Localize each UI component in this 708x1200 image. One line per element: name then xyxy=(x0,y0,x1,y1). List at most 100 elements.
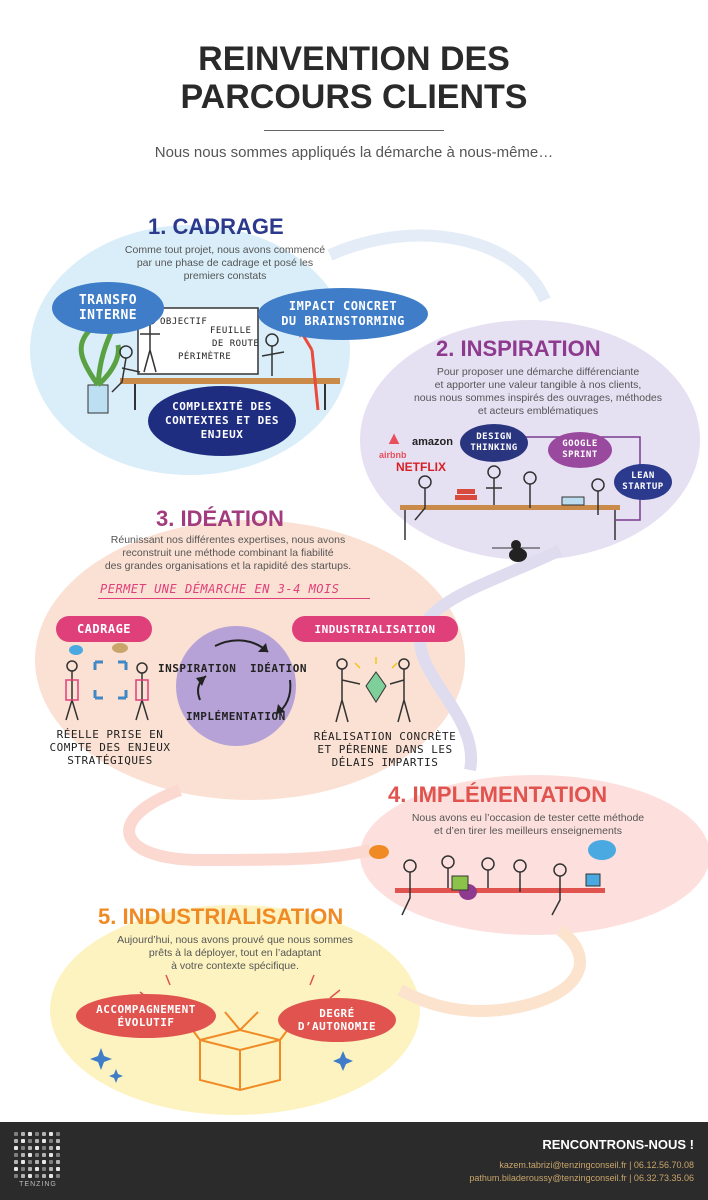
logo-dot xyxy=(14,1167,18,1171)
bubble-line: CONTEXTES ET DES xyxy=(165,414,279,427)
logo-dot xyxy=(56,1139,60,1143)
netflix-label: NETFLIX xyxy=(396,460,446,474)
logo-dot xyxy=(35,1160,39,1164)
industrialisation-title: 5. INDUSTRIALISATION xyxy=(98,904,344,929)
left-caption: RÉELLE PRISE EN COMPTE DES ENJEUX STRATÉ… xyxy=(40,728,180,767)
industrialisation-desc-line: prêts à la déployer, tout en l’adaptant xyxy=(148,947,322,959)
accompagnement-bubble: ACCOMPAGNEMENT ÉVOLUTIF xyxy=(76,994,216,1038)
permet-underline xyxy=(98,598,370,599)
box-green xyxy=(451,875,469,891)
bubble-line: COMPLEXITÉ DES xyxy=(172,400,272,413)
logo-dot xyxy=(21,1146,25,1150)
logo-dot xyxy=(14,1174,18,1178)
speech-bubble-blue xyxy=(588,840,616,860)
logo-dot xyxy=(35,1132,39,1136)
board-label-perimetre: PÉRIMÈTRE xyxy=(178,352,232,362)
logo-dot xyxy=(49,1132,53,1136)
industrialisation-desc-line: à votre contexte spécifique. xyxy=(171,960,299,972)
logo-dot xyxy=(56,1160,60,1164)
bubble-line: ÉVOLUTIF xyxy=(117,1016,175,1029)
airbnb-logo-icon: ▲ xyxy=(385,428,403,448)
caption-line: STRATÉGIQUES xyxy=(67,754,153,767)
right-caption: RÉALISATION CONCRÈTE ET PÉRENNE DANS LES… xyxy=(300,730,470,769)
logo-dot xyxy=(14,1160,18,1164)
bubble-line: DEGRÉ xyxy=(319,1007,355,1020)
logo-dot xyxy=(35,1153,39,1157)
logo-dot xyxy=(21,1167,25,1171)
bubble-line: INTERNE xyxy=(78,308,138,323)
logo-dot xyxy=(56,1174,60,1178)
box-blue xyxy=(585,873,601,887)
implementation-description: Nous avons eu l’occasion de tester cette… xyxy=(378,812,678,838)
cadrage-desc-line: par une phase de cadrage et posé les xyxy=(136,257,314,269)
logo-dot xyxy=(21,1139,25,1143)
logo-dot xyxy=(14,1146,18,1150)
page-title: REINVENTION DES PARCOURS CLIENTS xyxy=(0,40,708,116)
logo-dot xyxy=(14,1132,18,1136)
cycle-inspiration: INSPIRATION xyxy=(158,662,237,675)
logo-text: TENZING xyxy=(19,1181,57,1188)
title-line-2: PARCOURS CLIENTS xyxy=(180,78,528,116)
logo-dot xyxy=(49,1139,53,1143)
ideation-desc-line: des grandes organisations et la rapidité… xyxy=(104,560,352,572)
logo-dot xyxy=(28,1132,32,1136)
logo-dot xyxy=(35,1146,39,1150)
industrialisation-pill: INDUSTRIALISATION xyxy=(292,616,458,642)
bubble-line: SPRINT xyxy=(562,450,598,460)
caption-line: RÉALISATION CONCRÈTE xyxy=(313,730,457,743)
focus-frame-icon xyxy=(93,660,128,700)
industrialisation-blob xyxy=(50,905,420,1115)
logo-dot xyxy=(28,1160,32,1164)
caption-line: ET PÉRENNE DANS LES xyxy=(317,743,453,756)
bubble-line: THINKING xyxy=(470,443,518,453)
inspiration-desc-line: Pour proposer une démarche différenciant… xyxy=(436,366,640,378)
logo-dot xyxy=(49,1174,53,1178)
bubble-line: LEAN xyxy=(631,471,655,481)
implementation-desc-line: Nous avons eu l’occasion de tester cette… xyxy=(411,812,645,824)
implementation-table xyxy=(395,888,605,893)
implementation-desc-line: et d’en tirer les meilleurs enseignement… xyxy=(434,825,622,837)
logo-dot xyxy=(42,1167,46,1171)
contact-pathum[interactable]: pathum.biladeroussy@tenzingconseil.fr | … xyxy=(469,1173,694,1183)
industrialisation-desc-line: Aujourd’hui, nous avons prouvé que nous … xyxy=(117,934,353,946)
logo-dot xyxy=(35,1139,39,1143)
logo-dot xyxy=(28,1139,32,1143)
logo-dot xyxy=(42,1160,46,1164)
bubble-line: ACCOMPAGNEMENT xyxy=(96,1003,196,1016)
cadrage-table xyxy=(120,378,340,384)
ideation-right-people xyxy=(335,658,411,723)
bubble-line: TRANSFO xyxy=(78,293,138,308)
logo-dot xyxy=(42,1139,46,1143)
logo-dot xyxy=(21,1160,25,1164)
contact-kazem[interactable]: kazem.tabrizi@tenzingconseil.fr | 06.12.… xyxy=(499,1160,694,1170)
ideation-desc-line: reconstruit une méthode combinant la fia… xyxy=(122,547,334,559)
logo-dot xyxy=(28,1153,32,1157)
cadrage-desc-line: premiers constats xyxy=(183,270,267,282)
speech-bubble-orange xyxy=(369,845,389,859)
board-label-feuille: FEUILLE xyxy=(210,326,252,336)
inspiration-desc-line: nous nous sommes inspirés des ouvrages, … xyxy=(413,392,663,404)
logo-dot xyxy=(35,1167,39,1171)
impact-concret-bubble: IMPACT CONCRET DU BRAINSTORMING xyxy=(258,288,428,340)
title-divider xyxy=(264,130,444,131)
logo-dot xyxy=(56,1153,60,1157)
footer-title: RENCONTRONS-NOUS ! xyxy=(542,1137,694,1152)
transfo-interne-bubble: TRANSFO INTERNE xyxy=(52,282,164,334)
logo-dot xyxy=(49,1167,53,1171)
paperboard-labels: OBJECTIF FEUILLE DE ROUTE PÉRIMÈTRE xyxy=(160,316,259,364)
logo-dot xyxy=(49,1146,53,1150)
bubble-line: D’AUTONOMIE xyxy=(297,1020,377,1033)
ideation-description: Réunissant nos différentes expertises, n… xyxy=(78,534,378,573)
ideation-desc-line: Réunissant nos différentes expertises, n… xyxy=(110,534,346,546)
inspiration-table xyxy=(400,505,620,510)
gem-icon xyxy=(365,671,387,703)
bubble-line: DESIGN xyxy=(476,432,512,442)
path-ideation-implementation xyxy=(123,784,372,867)
logo-dot xyxy=(42,1174,46,1178)
laptop xyxy=(561,496,585,506)
complexite-bubble: COMPLEXITÉ DES CONTEXTES ET DES ENJEUX xyxy=(148,386,296,456)
implementation-title: 4. IMPLÉMENTATION xyxy=(388,782,608,807)
cadrage-title: 1. CADRAGE xyxy=(148,214,284,239)
degre-autonomie-bubble: DEGRÉ D’AUTONOMIE xyxy=(278,998,396,1042)
logo-dot xyxy=(21,1174,25,1178)
